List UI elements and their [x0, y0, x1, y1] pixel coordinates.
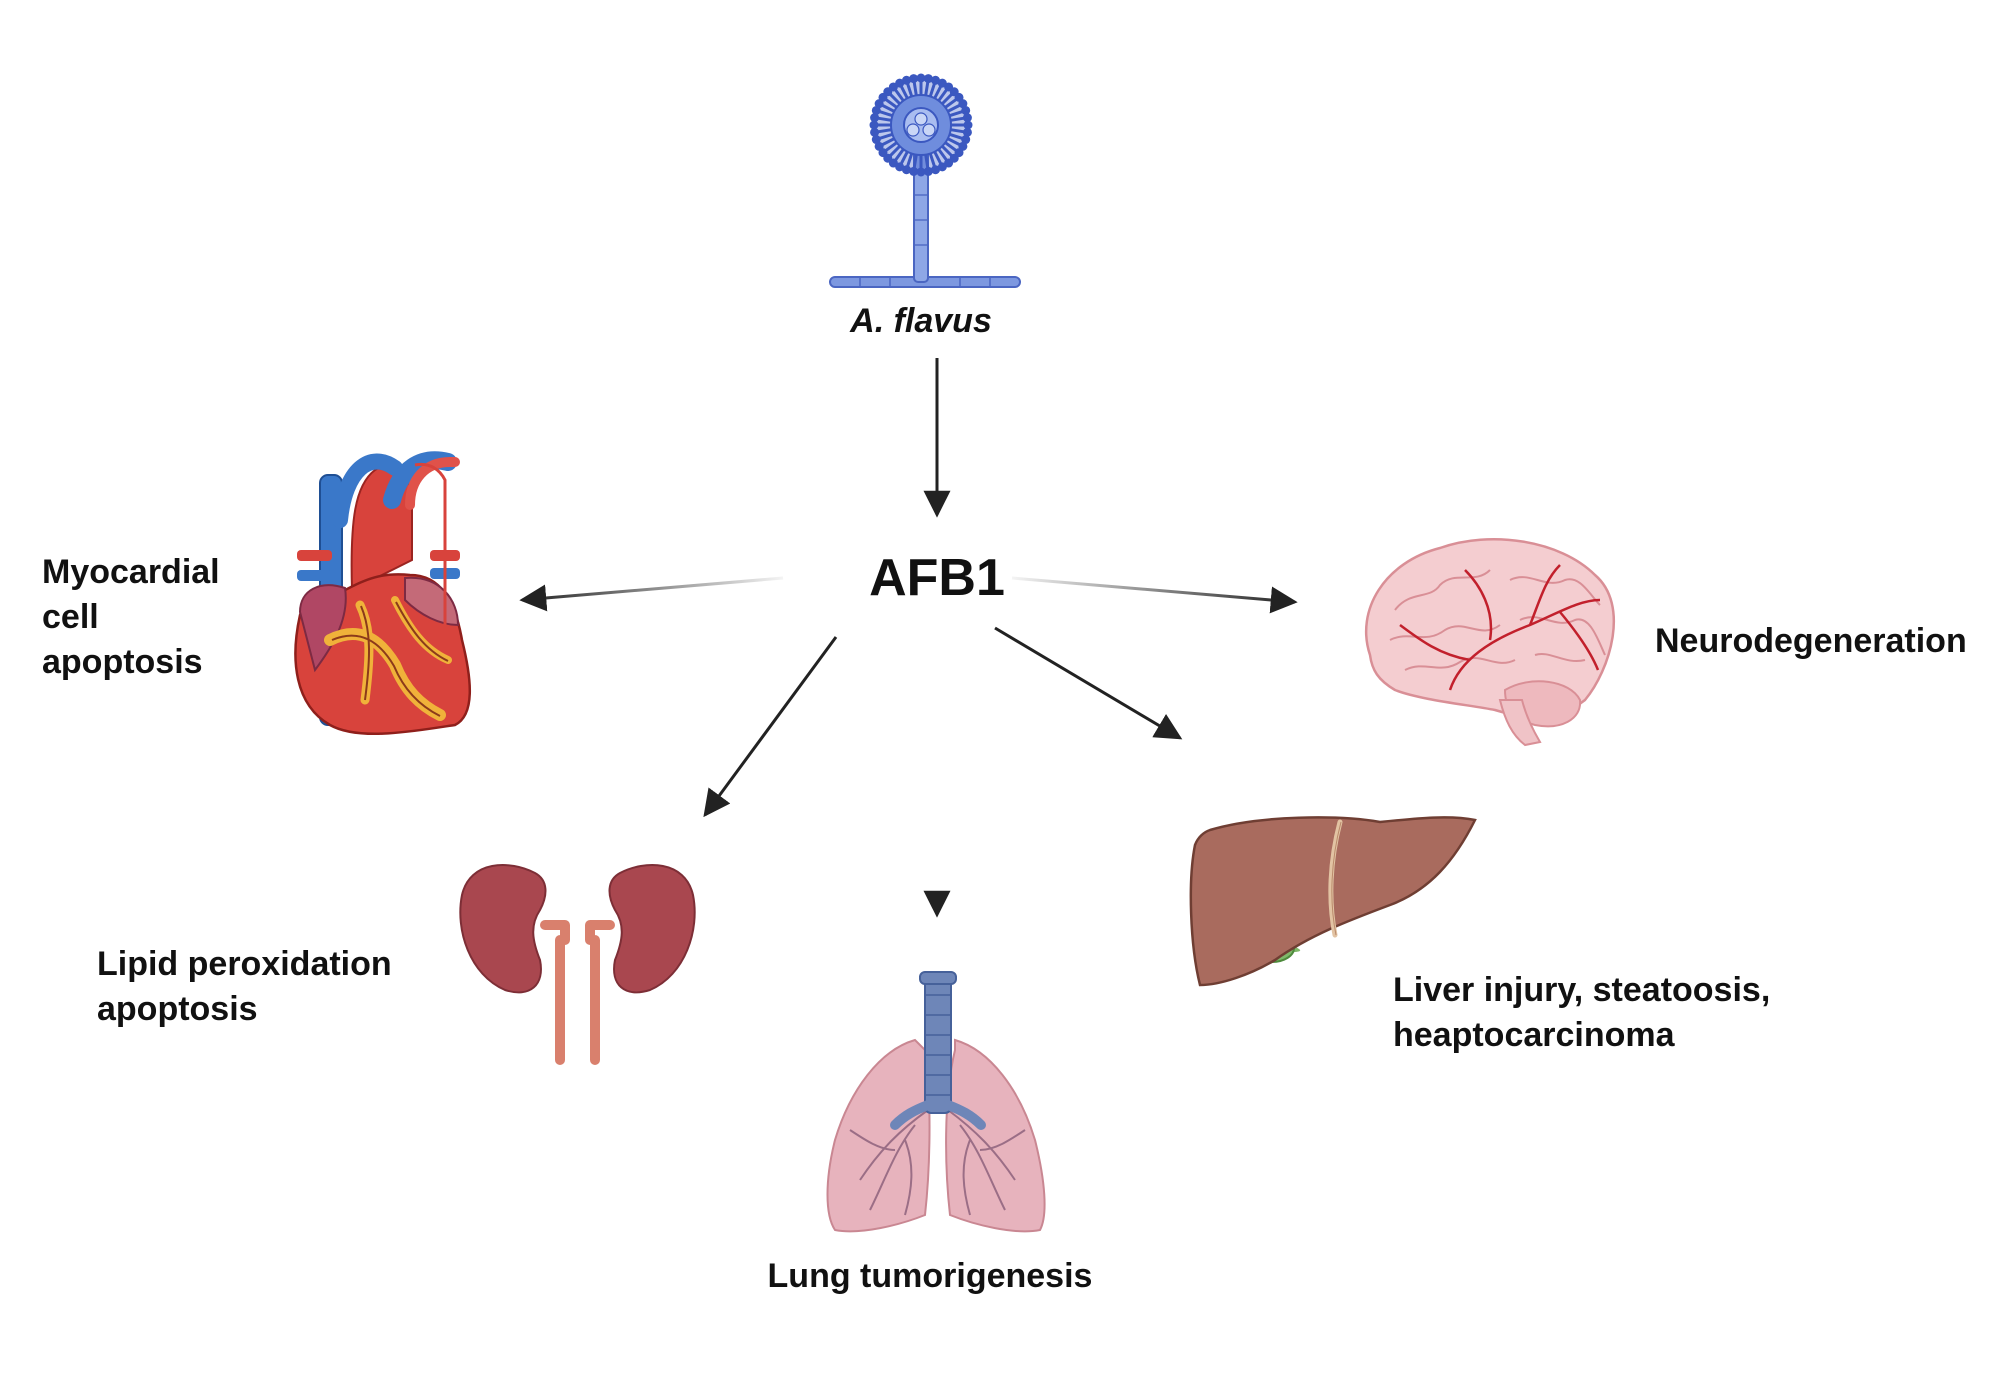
conidium-dot [901, 165, 911, 175]
arrow-afb1-to-brain [1011, 576, 1298, 614]
conidium-dot [962, 113, 972, 123]
kidney-label: Lipid peroxidation apoptosis [97, 945, 392, 1028]
conidium-dot [909, 74, 919, 84]
conidium-dot [878, 92, 888, 102]
kidneys-icon [459, 864, 696, 1065]
conidium-dot [916, 167, 926, 177]
conidium-dot [944, 82, 954, 92]
conidium-dot [883, 153, 893, 163]
lungs-icon [826, 971, 1046, 1233]
conidium-dot [963, 120, 973, 130]
conidium-dot [870, 127, 880, 137]
conidium-dot [888, 82, 898, 92]
heart-label-line1: Myocardial [42, 553, 220, 591]
conidium-dot [931, 165, 941, 175]
conidium-dot [944, 158, 954, 168]
conidium-dot [895, 162, 905, 172]
conidium-dot [949, 87, 959, 97]
conidium-dot [883, 87, 893, 97]
conidium-dot [954, 148, 964, 158]
conidium-dot [949, 153, 959, 163]
conidium-dot [871, 135, 881, 145]
conidium-dot [874, 99, 884, 109]
conidium-dot [909, 166, 919, 176]
conidium-dot [931, 75, 941, 85]
lung-label: Lung tumorigenesis [768, 1257, 1093, 1295]
arrow-afb1-to-liver [994, 626, 1183, 740]
conidium-dot [937, 162, 947, 172]
heart-label: Myocardial cell apoptosis [42, 553, 220, 681]
arrows [519, 358, 1298, 918]
conidium-dot [937, 78, 947, 88]
conidium-dot [954, 92, 964, 102]
liver-label-line1: Liver injury, steatoosis, [1393, 971, 1770, 1009]
brain-icon [1364, 538, 1616, 747]
conidium-dot [869, 120, 879, 130]
conidium-dot [961, 105, 971, 115]
center-label: AFB1 [869, 549, 1005, 607]
brain-label: Neurodegeneration [1655, 622, 1967, 660]
conidium-dot [962, 127, 972, 137]
heart-label-line2: cell [42, 598, 99, 636]
arrow-afb1-to-kidney [703, 636, 838, 818]
conidium-dot [878, 148, 888, 158]
kidney-label-line2: apoptosis [97, 990, 258, 1028]
conidium-dot [874, 141, 884, 151]
liver-label-line2: heaptocarcinoma [1393, 1016, 1676, 1054]
heart-icon [294, 451, 471, 735]
conidium-dot [871, 105, 881, 115]
conidium-dot [916, 73, 926, 83]
conidium-dot [923, 166, 933, 176]
conidium-dot [870, 113, 880, 123]
aspergillus-fungus-icon [829, 73, 1021, 288]
conidium-dot [901, 75, 911, 85]
conidium-dot [961, 135, 971, 145]
conidium-dot [888, 158, 898, 168]
conidium-dot [895, 78, 905, 88]
source-label: A. flavus [849, 302, 992, 340]
conidium-dot [958, 99, 968, 109]
heart-label-line3: apoptosis [42, 643, 203, 681]
liver-label: Liver injury, steatoosis, heaptocarcinom… [1393, 971, 1770, 1054]
liver-icon [1189, 816, 1477, 987]
arrow-afb1-to-heart [519, 576, 784, 612]
kidney-label-line1: Lipid peroxidation [97, 945, 392, 983]
conidium-dot [923, 74, 933, 84]
conidium-dot [958, 141, 968, 151]
